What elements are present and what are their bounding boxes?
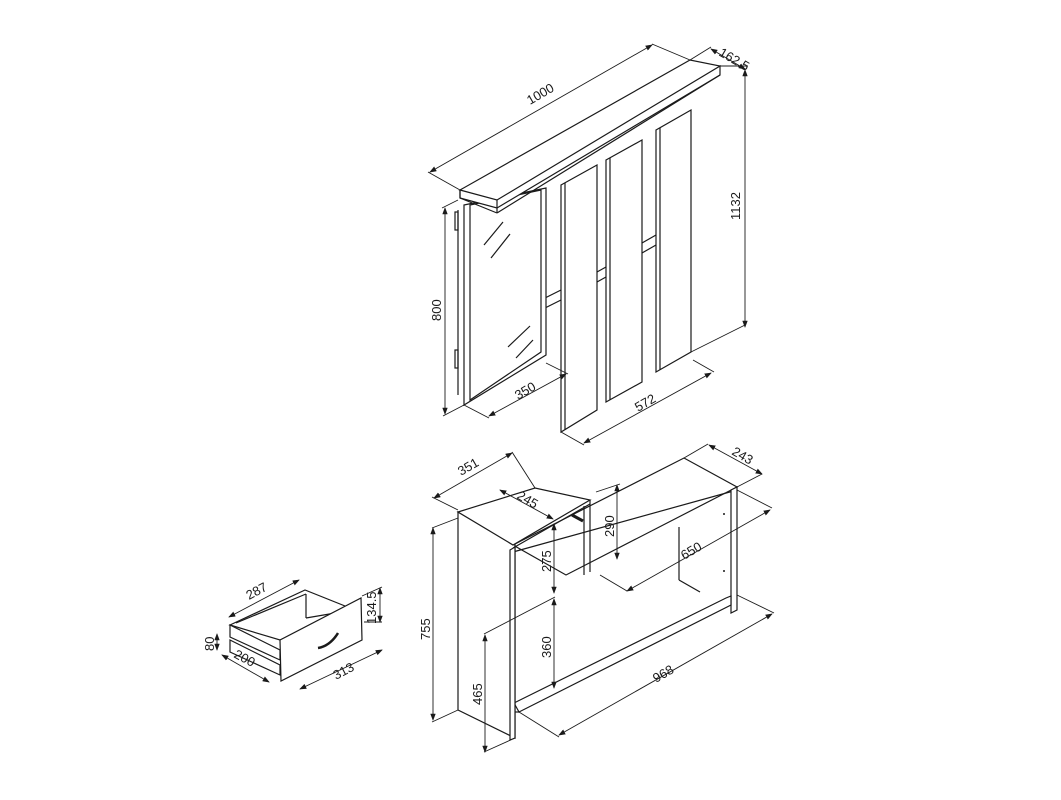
dim-drawer-inner-length: 287 xyxy=(243,579,269,602)
drawer-dimensions: 287 134.5 80 200 313 xyxy=(202,579,383,690)
dim-total-height: 1132 xyxy=(728,192,743,220)
dim-mirror-width: 350 xyxy=(512,379,538,403)
mirror xyxy=(454,187,547,407)
dim-lower-opening: 360 xyxy=(539,636,554,658)
drawer: 287 134.5 80 200 313 xyxy=(202,579,383,690)
dim-cabinet-depth: 351 xyxy=(455,455,481,479)
dim-drawer-front-width: 313 xyxy=(330,659,356,682)
dim-drawer-side-height: 80 xyxy=(202,637,217,651)
dim-shelf-width: 650 xyxy=(678,539,704,563)
dim-shelf-depth: 162.5 xyxy=(717,45,753,74)
dim-leg-height: 465 xyxy=(470,683,485,705)
dim-shelf-width: 1000 xyxy=(524,80,557,107)
dim-bottom-length: 968 xyxy=(650,662,676,686)
dim-panel-span: 572 xyxy=(632,391,658,415)
wall-panels xyxy=(544,108,692,434)
dim-side-depth: 243 xyxy=(730,444,756,468)
dim-upper-opening: 275 xyxy=(539,550,554,572)
wall-unit: 1000 162.5 1132 800 350 572 xyxy=(427,43,753,446)
dim-upper-clearance: 290 xyxy=(602,515,617,537)
dim-cabinet-height: 755 xyxy=(418,618,433,640)
dim-mirror-height: 800 xyxy=(429,299,444,321)
console-table: 351 245 755 275 360 465 290 650 xyxy=(418,444,775,753)
dim-drawer-front-height: 134.5 xyxy=(364,591,379,624)
